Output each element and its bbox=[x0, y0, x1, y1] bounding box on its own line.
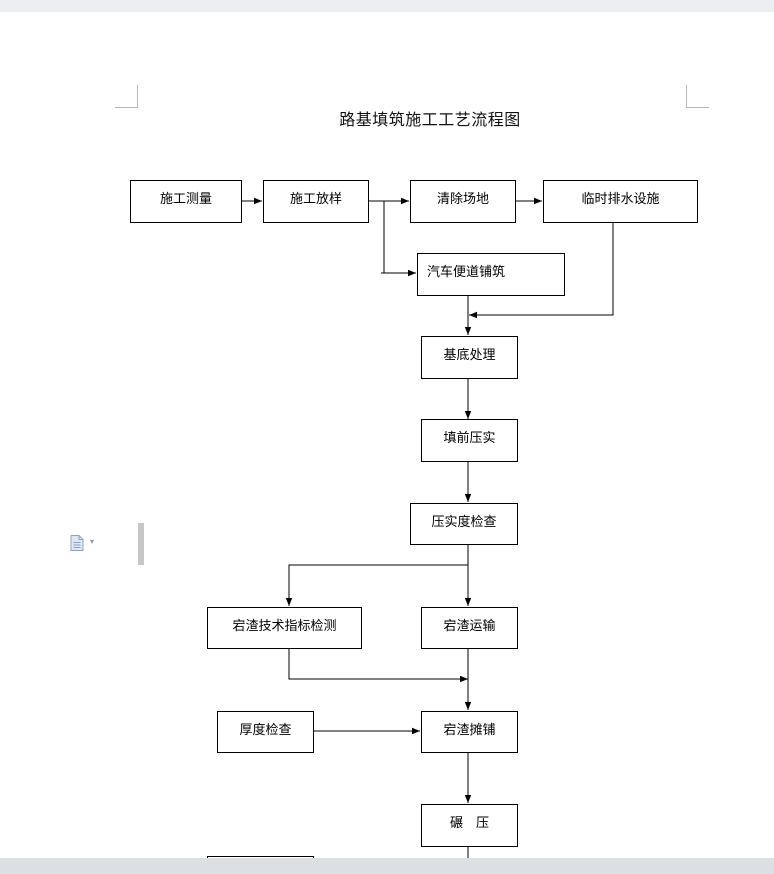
flow-node-clear-site: 清除场地 bbox=[410, 180, 516, 223]
flow-node-stakeout: 施工放样 bbox=[263, 180, 369, 223]
margin-corner-top-right bbox=[686, 85, 709, 108]
flow-node-base-treatment: 基底处理 bbox=[421, 336, 518, 379]
connector-slagtest-trunk bbox=[288, 648, 468, 683]
margin-corner-top-left bbox=[115, 85, 138, 108]
flow-node-access-road: 汽车便道铺筑 bbox=[417, 253, 565, 296]
bottom-scroll-edge bbox=[0, 858, 774, 874]
page-title: 路基填筑施工工艺流程图 bbox=[339, 110, 521, 129]
flow-connectors bbox=[241, 197, 614, 858]
margin-selection-bar bbox=[138, 523, 144, 565]
connector-check-slagtest bbox=[285, 564, 468, 606]
flow-node-temp-drainage: 临时排水设施 bbox=[543, 180, 698, 223]
flow-node-rolling: 碾 压 bbox=[421, 804, 518, 847]
document-page: 路基填筑施工工艺流程图 bbox=[0, 12, 774, 858]
flow-node-pre-compaction: 填前压实 bbox=[421, 419, 518, 462]
flow-node-slag-test: 宕渣技术指标检测 bbox=[207, 607, 362, 649]
flow-node-slag-transport: 宕渣运输 bbox=[421, 607, 518, 649]
chevron-down-icon[interactable]: ▾ bbox=[90, 537, 95, 546]
flow-node-compaction-check: 压实度检查 bbox=[410, 503, 518, 545]
flow-node-slag-spread: 宕渣摊铺 bbox=[421, 711, 518, 753]
flow-node-survey: 施工测量 bbox=[130, 180, 242, 223]
document-icon[interactable] bbox=[70, 535, 84, 551]
flow-node-next-partial bbox=[207, 856, 314, 858]
top-toolbar-edge bbox=[0, 0, 774, 12]
connector-drainage-base bbox=[469, 222, 614, 319]
flow-node-thickness-check: 厚度检查 bbox=[217, 711, 314, 753]
